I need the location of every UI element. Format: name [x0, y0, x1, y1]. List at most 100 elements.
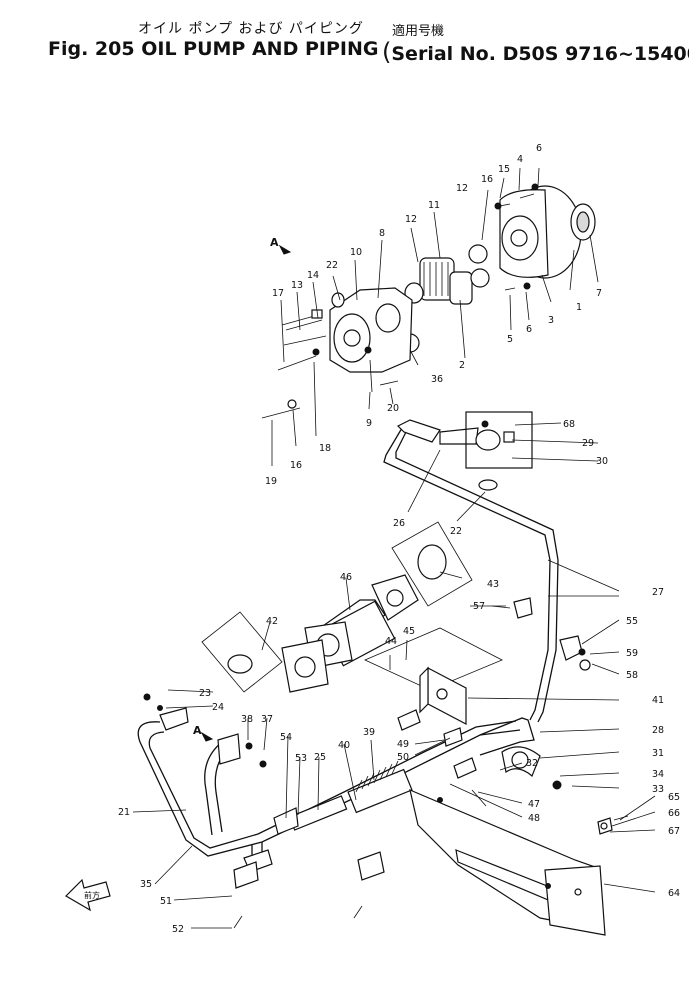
label-10: 10	[350, 247, 362, 258]
hose-coupling	[288, 760, 413, 831]
label-46: 46	[340, 572, 352, 583]
label-22-lower: 22	[450, 526, 462, 537]
label-40: 40	[338, 740, 350, 751]
label-1: 1	[576, 302, 582, 313]
label-31: 31	[652, 748, 664, 759]
label-11: 11	[428, 200, 440, 211]
tank-bracket-64	[409, 788, 606, 936]
label-25: 25	[314, 752, 326, 763]
label-38: 38	[241, 714, 253, 725]
label-4: 4	[517, 154, 523, 165]
o-ring-22-lower	[478, 479, 498, 491]
label-39: 39	[363, 727, 375, 738]
label-18: 18	[319, 443, 331, 454]
label-16-top: 16	[481, 174, 493, 185]
label-6-top: 6	[536, 143, 542, 154]
label-57: 57	[473, 601, 485, 612]
front-arrow-icon: 前方	[65, 878, 111, 912]
label-64: 64	[668, 888, 680, 899]
label-45: 45	[403, 626, 415, 637]
label-59: 59	[626, 648, 638, 659]
label-3: 3	[548, 315, 554, 326]
label-9: 9	[366, 418, 372, 429]
label-29: 29	[582, 438, 594, 449]
strainer-assembly	[281, 574, 419, 693]
label-35: 35	[140, 879, 152, 890]
pump-body	[329, 287, 413, 373]
label-23: 23	[199, 688, 211, 699]
label-55: 55	[626, 616, 638, 627]
label-36: 36	[431, 374, 443, 385]
label-13: 13	[291, 280, 303, 291]
label-7: 7	[596, 288, 602, 299]
label-42: 42	[266, 616, 278, 627]
label-48: 48	[528, 813, 540, 824]
figure-label: Fig. 205	[48, 38, 135, 60]
figure-title-text: OIL PUMP AND PIPING	[141, 38, 379, 60]
label-41: 41	[652, 695, 664, 706]
direction-marker-a-upper: A	[270, 236, 292, 255]
label-2: 2	[459, 360, 465, 371]
label-65: 65	[668, 792, 680, 803]
bracket-55	[491, 597, 591, 671]
pin-and-key	[369, 359, 399, 393]
pump-flange-housing	[499, 185, 596, 279]
elbow-31	[501, 746, 541, 778]
serial-text: Serial No. D50S 9716~15400	[391, 43, 689, 65]
gear-set	[400, 244, 490, 353]
label-32: 32	[526, 758, 538, 769]
support-bracket-41	[397, 666, 487, 807]
label-49: 49	[397, 739, 409, 750]
label-26: 26	[393, 518, 405, 529]
svg-text:A: A	[270, 236, 279, 249]
label-52: 52	[172, 924, 184, 935]
label-20: 20	[387, 403, 399, 414]
label-24: 24	[212, 702, 224, 713]
flanges-and-clamps	[143, 693, 385, 929]
label-54: 54	[280, 732, 292, 743]
label-15: 15	[498, 164, 510, 175]
label-53: 53	[295, 753, 307, 764]
direction-marker-a-lower: A	[193, 724, 214, 742]
label-47: 47	[528, 799, 540, 810]
part-number-labels: 1 2 3 4 5 6 6 7 8 9 10 11 12 12 13 14 15…	[118, 143, 680, 935]
label-5: 5	[507, 334, 513, 345]
label-17: 17	[272, 288, 284, 299]
pipe-fitting-top	[396, 411, 533, 469]
svg-text:A: A	[193, 724, 202, 737]
label-27: 27	[652, 587, 664, 598]
label-12-right: 12	[456, 183, 468, 194]
label-30: 30	[596, 456, 608, 467]
gasket-boxes	[201, 521, 503, 693]
title-japanese-applicable: 適用号機	[392, 24, 445, 39]
label-16-bottom: 16	[290, 460, 302, 471]
figure-title: Fig. 205 OIL PUMP AND PIPING	[48, 38, 378, 60]
label-43: 43	[487, 579, 499, 590]
svg-text:前方: 前方	[84, 890, 100, 900]
label-51: 51	[160, 896, 172, 907]
label-68: 68	[563, 419, 575, 430]
label-58: 58	[626, 670, 638, 681]
label-22-top: 22	[326, 260, 338, 271]
title-japanese: オイル ポンプ および パイピング	[138, 21, 364, 37]
label-67: 67	[668, 826, 680, 837]
label-19: 19	[265, 476, 277, 487]
label-28: 28	[652, 725, 664, 736]
label-12-left: 12	[405, 214, 417, 225]
label-37: 37	[261, 714, 273, 725]
delivery-pipe-27	[383, 423, 559, 723]
label-14: 14	[307, 270, 319, 281]
pump-bolts	[261, 183, 539, 419]
label-50: 50	[397, 752, 409, 763]
leader-lines	[132, 167, 656, 929]
label-8: 8	[379, 228, 385, 239]
label-21: 21	[118, 807, 130, 818]
label-6-bottom: 6	[526, 324, 532, 335]
label-33: 33	[652, 784, 664, 795]
label-44: 44	[385, 636, 397, 647]
bolt-set-65-67	[552, 780, 629, 835]
label-66: 66	[668, 808, 680, 819]
serial-range: (Serial No. D50S 9716~15400)	[382, 38, 689, 66]
